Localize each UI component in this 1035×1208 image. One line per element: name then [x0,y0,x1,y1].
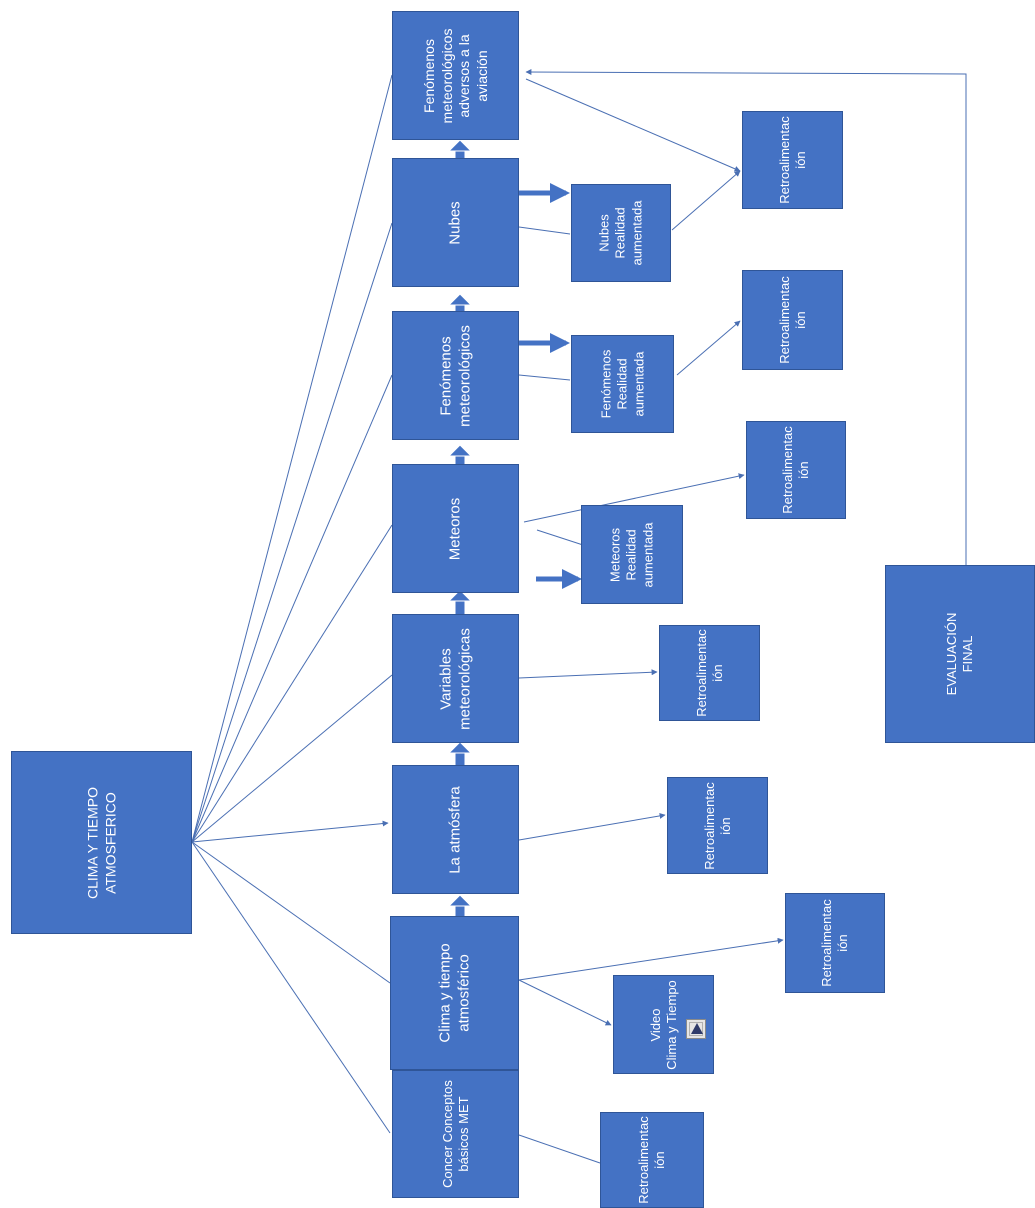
connector-fenomenos-ar-feedback [676,320,741,376]
up-arrow-3 [447,741,473,767]
feedback-conceptos[interactable]: Retroalimentac ión [600,1112,704,1208]
feedback-fenomenos[interactable]: Retroalimentac ión [742,270,843,370]
video-label: Video Clima y Tiempo [647,979,679,1070]
connector-clima-feedback [518,937,784,981]
feedback-atmosfera[interactable]: Retroalimentac ión [667,777,768,874]
connector-atmosfera-feedback [518,812,666,841]
meteoros-realidad-aumentada[interactable]: Meteoros Realidad aumentada [581,505,683,604]
ar-label: Nubes Realidad aumentada [596,200,645,266]
feedback-label: Retroalimentac ión [776,116,808,204]
connector-root-conceptos [191,841,391,1134]
connector-meteoros-feedback [523,473,745,523]
root-label: CLIMA Y TIEMPO ATMOSFERICO [84,786,118,899]
play-icon[interactable] [686,1019,706,1039]
ar-label: Meteoros Realidad aumentada [607,521,656,588]
topic-label: La atmósfera [446,785,464,874]
topic-nubes: Nubes [392,158,519,287]
topic-label: Nubes [446,200,464,245]
up-arrow-7 [447,139,473,161]
feedback-label: Retroalimentac ión [779,426,811,514]
nubes-realidad-aumentada[interactable]: Nubes Realidad aumentada [571,184,671,282]
connector-root-atmosfera [191,820,389,843]
up-arrow-5 [447,444,473,467]
topic-atmosfera: La atmósfera [392,765,519,894]
feedback-nubes-adversos[interactable]: Retroalimentac ión [742,111,843,209]
topic-label: Concer Conceptos básicos MET [439,1080,471,1188]
topic-conceptos-basicos: Concer Conceptos básicos MET [392,1070,519,1198]
connector-root-nubes [191,222,393,843]
connector-conceptos-feedback [518,1134,601,1164]
final-label: EVALUACIÓN FINAL [943,612,975,696]
evaluacion-final[interactable]: EVALUACIÓN FINAL [885,565,1035,743]
up-arrow-4 [447,589,473,616]
topic-fenomenos: Fenómenos meteorológicos [392,311,519,440]
topic-clima-tiempo: Clima y tiempo atmosférico [390,916,519,1070]
topic-label: Fenómenos meteorológicos adversos a la a… [420,28,490,123]
topic-meteoros: Meteoros [392,464,519,593]
fenomenos-realidad-aumentada[interactable]: Fenómenos Realidad aumentada [571,335,674,433]
feedback-label: Retroalimentac ión [818,899,850,987]
feedback-label: Retroalimentac ión [776,276,808,364]
connector-adversos-feedback [525,78,741,172]
topic-fenomenos-adversos: Fenómenos meteorológicos adversos a la a… [392,11,519,140]
feedback-variables[interactable]: Retroalimentac ión [659,625,760,721]
connector-root-meteoros [191,524,393,843]
feedback-label: Retroalimentac ión [693,629,725,717]
topic-label: Meteoros [446,497,464,560]
connector-clima-video [518,979,612,1026]
topic-variables: Variables meteorológicas [392,614,519,743]
connector-nubes-ar-feedback [671,170,741,231]
connector-root-variables [191,674,393,843]
feedback-label: Retroalimentac ión [635,1116,667,1204]
up-arrow-2 [447,894,473,918]
root-node: CLIMA Y TIEMPO ATMOSFERICO [11,751,192,934]
topic-label: Clima y tiempo atmosférico [435,943,472,1043]
connector-nubes-ar [518,226,571,235]
connector-fenomenos-ar [518,374,571,381]
connector-adversos-final [525,69,967,565]
topic-label: Variables meteorológicas [436,627,473,730]
feedback-meteoros[interactable]: Retroalimentac ión [746,421,846,519]
topic-label: Fenómenos meteorológicos [436,324,473,427]
ar-label: Fenómenos Realidad aumentada [598,349,646,419]
connector-root-fenomenos [191,374,393,843]
connector-variables-feedback [518,669,658,679]
connector-root-clima [191,841,391,984]
connector-meteoros-ar [536,529,584,546]
feedback-clima[interactable]: Retroalimentac ión [785,893,885,993]
video-clima-tiempo[interactable]: Video Clima y Tiempo [613,975,714,1074]
connector-root-adversos [191,74,393,843]
feedback-label: Retroalimentac ión [701,781,733,870]
